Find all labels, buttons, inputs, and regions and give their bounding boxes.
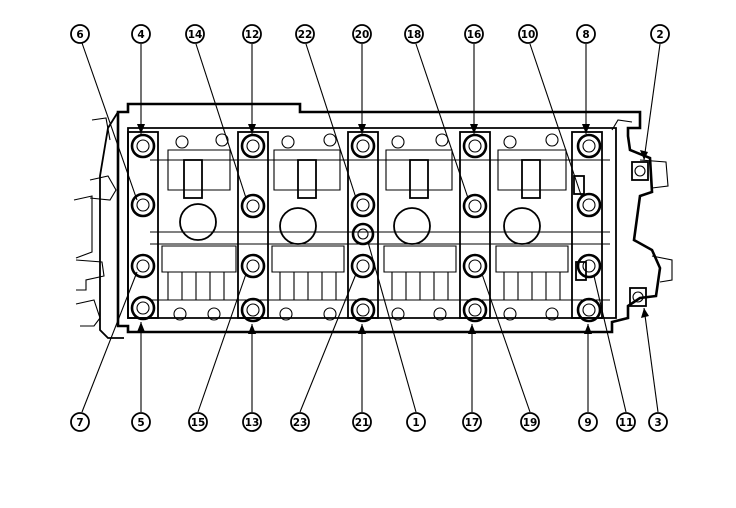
- svg-text:17: 17: [465, 417, 480, 429]
- callout-17: 17: [462, 412, 482, 432]
- svg-text:10: 10: [521, 29, 536, 41]
- svg-text:6: 6: [76, 29, 83, 41]
- callout-22: 22: [295, 24, 315, 44]
- svg-text:11: 11: [619, 417, 634, 429]
- bolt-10: [576, 192, 602, 218]
- callout-4: 4: [131, 24, 151, 44]
- svg-text:12: 12: [245, 29, 260, 41]
- svg-text:1: 1: [412, 417, 419, 429]
- bolt-13: [240, 297, 266, 323]
- bolt-4: [130, 133, 156, 159]
- callout-6: 6: [70, 24, 90, 44]
- bolt-15: [240, 253, 266, 279]
- callout-16: 16: [464, 24, 484, 44]
- bolt-1: [351, 222, 375, 246]
- bolt-12: [240, 133, 266, 159]
- svg-text:23: 23: [293, 417, 308, 429]
- callout-9: 9: [578, 412, 598, 432]
- bolt-20: [350, 133, 376, 159]
- bolt-16: [462, 133, 488, 159]
- svg-text:21: 21: [355, 417, 370, 429]
- bolt-9: [576, 297, 602, 323]
- bolt-2: [631, 161, 649, 181]
- callout-13: 13: [242, 412, 262, 432]
- callout-18: 18: [404, 24, 424, 44]
- callout-23: 23: [290, 412, 310, 432]
- callout-21: 21: [352, 412, 372, 432]
- bolt-22: [350, 192, 376, 218]
- svg-text:18: 18: [407, 29, 422, 41]
- bolt-19: [462, 253, 488, 279]
- svg-text:16: 16: [467, 29, 482, 41]
- bolt-11: [576, 253, 602, 279]
- callout-15: 15: [188, 412, 208, 432]
- callout-2: 2: [650, 24, 670, 44]
- bolt-3: [629, 287, 647, 307]
- bolt-17: [462, 297, 488, 323]
- svg-text:19: 19: [523, 417, 538, 429]
- svg-text:22: 22: [298, 29, 313, 41]
- callout-7: 7: [70, 412, 90, 432]
- svg-text:20: 20: [355, 29, 370, 41]
- svg-text:14: 14: [188, 29, 203, 41]
- svg-text:13: 13: [245, 417, 260, 429]
- callout-3: 3: [648, 412, 668, 432]
- svg-text:7: 7: [76, 417, 83, 429]
- callout-8: 8: [576, 24, 596, 44]
- leader-arrowheads: [137, 124, 649, 334]
- callout-11: 11: [616, 412, 636, 432]
- head-bolts: [130, 133, 649, 323]
- svg-text:4: 4: [137, 29, 144, 41]
- bolt-7: [130, 253, 156, 279]
- callout-19: 19: [520, 412, 540, 432]
- svg-text:8: 8: [582, 29, 589, 41]
- callout-14: 14: [185, 24, 205, 44]
- callout-20: 20: [352, 24, 372, 44]
- leader-lines: [81, 42, 661, 413]
- svg-text:9: 9: [584, 417, 591, 429]
- bolt-6: [130, 192, 156, 218]
- bolt-8: [576, 133, 602, 159]
- bolt-18: [462, 193, 488, 219]
- callout-12: 12: [242, 24, 262, 44]
- callout-labels: 6 4 14 12 22 20 18 16 10 8 2 7 5 15 13 2…: [70, 24, 670, 432]
- callout-1: 1: [406, 412, 426, 432]
- svg-text:15: 15: [191, 417, 206, 429]
- svg-text:2: 2: [656, 29, 663, 41]
- bolt-21: [350, 297, 376, 323]
- bolt-23: [350, 253, 376, 279]
- callout-10: 10: [518, 24, 538, 44]
- bolt-5: [130, 295, 156, 321]
- camshaft-assembly: [127, 131, 610, 321]
- svg-text:5: 5: [137, 417, 144, 429]
- svg-text:3: 3: [654, 417, 661, 429]
- callout-5: 5: [131, 412, 151, 432]
- bolt-14: [240, 193, 266, 219]
